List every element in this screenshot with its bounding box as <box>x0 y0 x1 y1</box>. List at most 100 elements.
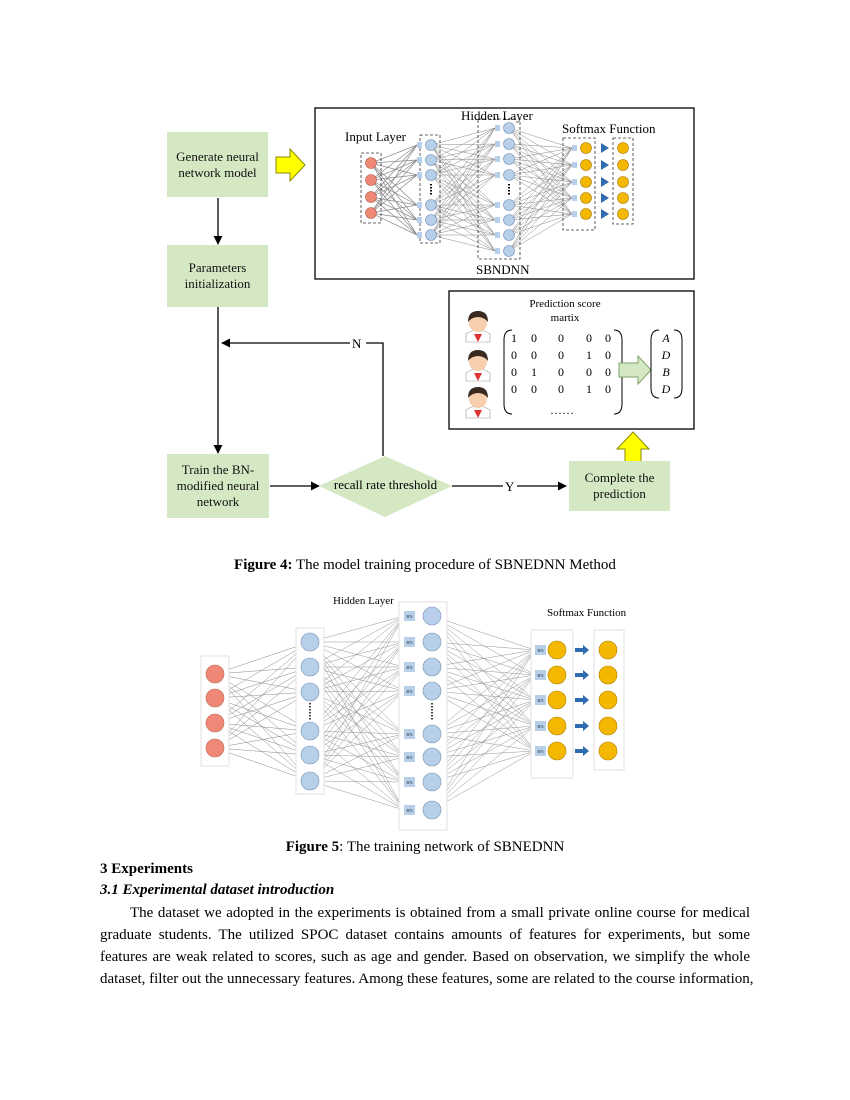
bn-label: BN <box>406 640 413 645</box>
bn-square <box>417 232 422 238</box>
input-node <box>365 174 377 186</box>
flowchart-arrows: N Y <box>213 147 651 517</box>
matrix-cell: 0 <box>558 348 564 362</box>
section-heading: 3 Experiments <box>100 861 193 877</box>
matrix-cell: 0 <box>586 331 592 345</box>
hidden-node <box>503 229 515 241</box>
bn-label: BN <box>406 689 413 694</box>
prediction-title-2: martix <box>551 312 580 324</box>
hidden-node <box>300 657 320 677</box>
hidden-node <box>300 632 320 652</box>
hidden-node <box>425 154 437 166</box>
bn-square <box>495 232 500 238</box>
hidden-node <box>300 682 320 702</box>
bn-square <box>404 611 415 621</box>
decision-diamond <box>319 456 452 517</box>
nn-connections <box>370 127 573 252</box>
softmax-node <box>547 690 567 710</box>
bn-label: BN <box>406 732 413 737</box>
answer-cell: D <box>661 348 671 362</box>
hidden-node <box>503 153 515 165</box>
hidden-node <box>422 632 442 652</box>
matrix-cell: 0 <box>531 348 537 362</box>
bn-square <box>404 729 415 739</box>
paragraph-line: dataset, filter out the unnecessary feat… <box>100 971 754 987</box>
hidden-node <box>422 657 442 677</box>
triangle-arrow-icon <box>601 143 609 153</box>
bn-label: BN <box>537 749 544 754</box>
bn-square <box>417 202 422 208</box>
paragraph-line: The dataset we adopted in the experiment… <box>130 905 750 921</box>
output-node <box>598 716 618 736</box>
triangle-arrow-icon <box>601 177 609 187</box>
output-node <box>598 665 618 685</box>
bn-square <box>572 195 577 201</box>
hidden-node <box>422 800 442 820</box>
student-icon <box>465 387 491 419</box>
bn-square <box>495 202 500 208</box>
hidden-node <box>425 199 437 211</box>
figure-5-caption: Figure 5: The training network of SBNEDN… <box>285 839 565 855</box>
bn-square <box>404 777 415 787</box>
hidden-layer-1-box <box>419 134 441 244</box>
input-layer-box <box>360 152 382 224</box>
bn-label: BN <box>406 780 413 785</box>
triangle-arrow-icon <box>601 209 609 219</box>
prediction-title-1: Prediction score <box>529 298 600 310</box>
bn-label: BN <box>537 648 544 653</box>
paragraph-line: features are weak related to scores, suc… <box>100 949 750 965</box>
matrix-cell: 1 <box>586 348 592 362</box>
bn-square <box>404 752 415 762</box>
matrix-cell: 0 <box>605 348 611 362</box>
arrow-right-icon <box>575 645 589 655</box>
body-paragraph: The dataset we adopted in the experiment… <box>100 902 754 990</box>
matrix-cell: 0 <box>511 365 517 379</box>
decision-label: recall rate threshold <box>333 477 438 492</box>
softmax-node <box>580 192 592 204</box>
matrix-cell: 1 <box>586 382 592 396</box>
softmax-box <box>562 137 596 231</box>
softmax-node <box>580 208 592 220</box>
bn-square <box>404 686 415 696</box>
input-node <box>205 713 225 733</box>
bn-label: BN <box>537 724 544 729</box>
hidden-node <box>300 721 320 741</box>
paragraph-line: graduate students. The utilized SPOC dat… <box>100 927 750 943</box>
bn-square <box>495 248 500 254</box>
triangle-arrow-icon <box>601 160 609 170</box>
matrix-cell: 0 <box>511 382 517 396</box>
hidden-node <box>503 245 515 257</box>
arrow-right-icon <box>575 695 589 705</box>
triangle-arrow-icon <box>601 193 609 203</box>
fig5-softmax-label: Softmax Function <box>547 607 627 619</box>
matrix-cell: 1 <box>511 331 517 345</box>
subsection-heading: 3.1 Experimental dataset introduction <box>100 882 335 898</box>
bn-square <box>572 145 577 151</box>
input-node <box>365 191 377 203</box>
hidden-node <box>422 772 442 792</box>
bn-square <box>535 746 546 756</box>
softmax-node <box>580 142 592 154</box>
bn-square <box>535 695 546 705</box>
hidden-node <box>503 199 515 211</box>
matrix-cell: 0 <box>511 348 517 362</box>
softmax-node <box>580 159 592 171</box>
input-node <box>205 738 225 758</box>
bn-label: BN <box>406 755 413 760</box>
matrix-cell: 0 <box>605 331 611 345</box>
student-icon <box>465 350 491 382</box>
answer-cell: D <box>661 382 671 396</box>
matrix-cell: 1 <box>531 365 537 379</box>
matrix-cell: 0 <box>558 382 564 396</box>
bn-label: BN <box>406 808 413 813</box>
answer-cell: B <box>662 365 670 379</box>
nn-nodes <box>360 118 634 260</box>
softmax-node <box>580 176 592 188</box>
yellow-arrow-right-icon <box>275 147 306 183</box>
softmax-label: Softmax Function <box>562 121 656 136</box>
softmax-node <box>547 665 567 685</box>
